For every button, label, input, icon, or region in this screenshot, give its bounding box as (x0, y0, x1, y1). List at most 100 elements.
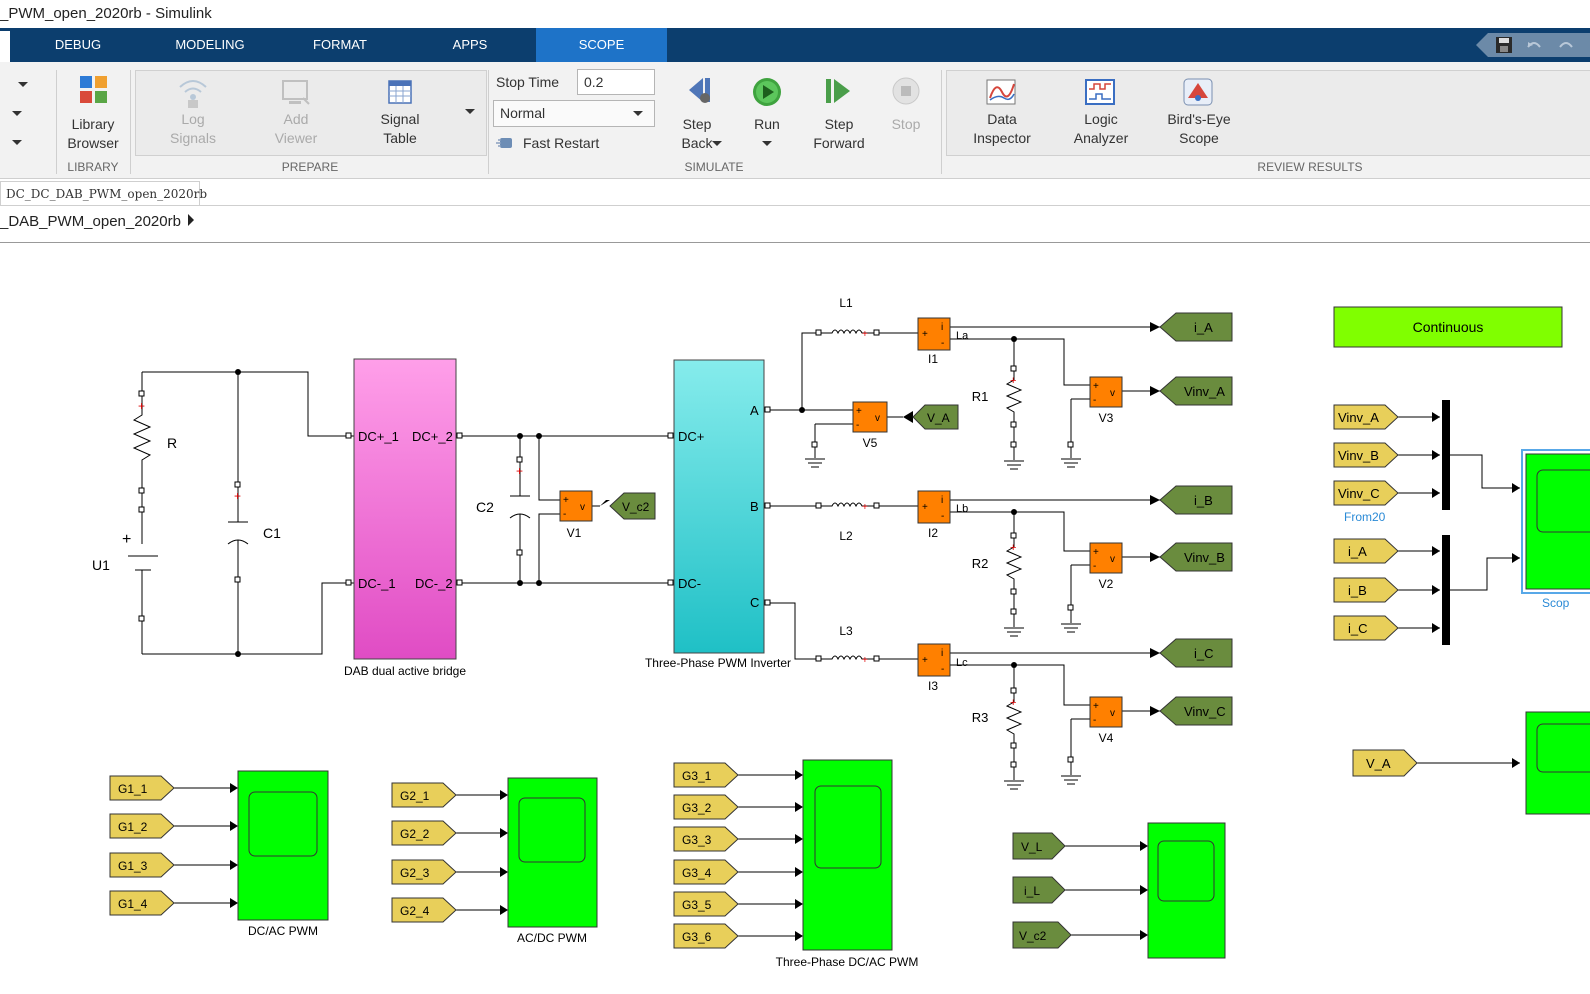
goto-tag-i-b[interactable]: i_B (1159, 485, 1233, 515)
add-viewer-button[interactable]: Add Viewer (263, 110, 329, 148)
model-document-tab[interactable]: DC_DC_DAB_PWM_open_2020rb (0, 181, 207, 205)
voltmeter-v2[interactable]: +-v (1089, 542, 1123, 574)
log-signals-button[interactable]: Log Signals (160, 110, 226, 148)
step-back-button[interactable]: Step Back (664, 115, 730, 153)
from-tag-g3-5[interactable]: G3_5 (673, 891, 739, 917)
from-tag-g3-3[interactable]: G3_3 (673, 826, 739, 852)
scope-dcac-pwm[interactable] (237, 770, 329, 921)
from-tag-g2-4[interactable]: G2_4 (391, 897, 457, 923)
scope-three-phase-dcac-pwm[interactable] (802, 759, 893, 951)
from-tag-g3-6[interactable]: G3_6 (673, 923, 739, 949)
current-meter-i2[interactable]: +i- (917, 490, 951, 524)
svg-text:+: + (516, 464, 523, 478)
library-browser-button[interactable]: Library Browser (60, 115, 126, 153)
inverter-block[interactable]: DC+ DC- A B C (667, 359, 771, 654)
run-button[interactable]: Run (754, 116, 780, 132)
from-tag-g1-3[interactable]: G1_3 (109, 852, 175, 878)
add-label-1: Add (283, 111, 309, 127)
goto-from-v-c2[interactable]: V_c2 (1012, 921, 1072, 949)
from-tag-v-l-text: V_L (1021, 840, 1043, 854)
current-meter-i1[interactable]: +i- (917, 317, 951, 351)
group-label-prepare: PREPARE (281, 160, 339, 174)
goto-tag-vinv-c[interactable]: Vinv_C (1159, 696, 1233, 726)
svg-text:-: - (563, 509, 566, 520)
data-inspector-label-2: Inspector (973, 130, 1031, 146)
step-forward-button[interactable]: Step Forward (806, 115, 872, 153)
voltmeter-v3[interactable]: +-v (1089, 376, 1123, 408)
goto-tag-i-c[interactable]: i_C (1159, 638, 1233, 668)
from-tag-vinv-b[interactable]: Vinv_B (1333, 442, 1399, 468)
fast-restart-button[interactable]: Fast Restart (523, 135, 600, 151)
step-forward-icon (826, 79, 850, 103)
scope-right-bottom[interactable] (1525, 711, 1590, 815)
from-tag-g3-4[interactable]: G3_4 (673, 859, 739, 885)
goto-tag-vinv-b-text: Vinv_B (1184, 550, 1225, 565)
library-browser-icon (80, 76, 107, 103)
goto-tag-v-c2[interactable]: V_c2 (600, 492, 656, 520)
voltmeter-v4[interactable]: +-v (1089, 696, 1123, 728)
from-tag-g1-2[interactable]: G1_2 (109, 813, 175, 839)
voltmeter-v1[interactable]: +-v (559, 490, 593, 522)
from-tag-v-a[interactable]: V_A (1352, 749, 1418, 777)
from-tag-g2-2-text: G2_2 (400, 827, 430, 841)
stop-button[interactable]: Stop (891, 116, 921, 132)
from-tag-g2-2[interactable]: G2_2 (391, 820, 457, 846)
from-tag-g3-1[interactable]: G3_1 (673, 762, 739, 788)
breadcrumb-model[interactable]: _DAB_PWM_open_2020rb (0, 213, 181, 230)
library-label-2: Browser (67, 135, 119, 151)
powergui-block[interactable]: Continuous (1333, 306, 1563, 348)
chevron-down-icon[interactable] (710, 139, 724, 149)
goto-tag-vinv-a[interactable]: Vinv_A (1159, 376, 1233, 406)
tab-scope[interactable]: SCOPE (536, 28, 667, 62)
from-tag-i-c[interactable]: i_C (1333, 615, 1399, 641)
from-tag-g1-1[interactable]: G1_1 (109, 775, 175, 801)
goto-from-i-l[interactable]: i_L (1012, 876, 1066, 904)
from-tag-vinv-a[interactable]: Vinv_A (1333, 404, 1399, 430)
chevron-down-icon[interactable] (462, 105, 478, 117)
simulation-mode-select[interactable]: Normal (493, 100, 655, 127)
goto-tag-v-a[interactable]: V_A (903, 404, 959, 430)
from-tag-g2-1[interactable]: G2_1 (391, 782, 457, 808)
save-icon[interactable] (1476, 33, 1590, 57)
stop-time-input[interactable]: 0.2 (577, 69, 655, 95)
goto-tag-i-a[interactable]: i_A (1159, 312, 1233, 342)
goto-from-v-l[interactable]: V_L (1012, 832, 1066, 860)
goto-tag-vinv-b[interactable]: Vinv_B (1159, 542, 1233, 572)
chevron-down-icon[interactable] (760, 139, 774, 149)
mux-bar-current[interactable] (1442, 535, 1450, 645)
breadcrumb[interactable]: _DAB_PWM_open_2020rb (0, 213, 197, 230)
from-tag-i-a[interactable]: i_A (1333, 538, 1399, 564)
mux-bar-voltage[interactable] (1442, 400, 1450, 510)
voltmeter-v5[interactable]: +-v (852, 401, 888, 433)
from-tag-g1-4[interactable]: G1_4 (109, 890, 175, 916)
scope-inductor-signals[interactable] (1147, 822, 1226, 959)
goto-tag-vinv-c-text: Vinv_C (1184, 704, 1226, 719)
birds-eye-scope-button[interactable]: Bird's-Eye Scope (1154, 110, 1244, 148)
add-viewer-icon (282, 80, 310, 105)
data-inspector-button[interactable]: Data Inspector (962, 110, 1042, 148)
dab-block[interactable]: DC+_1 DC+_2 DC-_1 DC-_2 (345, 358, 463, 660)
scope-right-top[interactable] (1521, 449, 1590, 594)
scope-dcac-label: DC/AC PWM (248, 924, 318, 938)
svg-text:i: i (941, 648, 943, 659)
model-canvas[interactable]: + + + + + + + + + + U1 R C1 C2 DC+_1 DC+… (0, 244, 1590, 994)
from-tag-vinv-c[interactable]: Vinv_C (1333, 480, 1399, 506)
goto-tag-i-b-text: i_B (1194, 493, 1213, 508)
tab-apps[interactable]: APPS (452, 37, 488, 52)
step-back-icon (689, 78, 710, 103)
tab-debug[interactable]: DEBUG (54, 37, 102, 52)
scope-acdc-pwm[interactable] (507, 777, 598, 928)
dropdown-arrow-icon (633, 111, 643, 116)
from-tag-g2-3[interactable]: G2_3 (391, 859, 457, 885)
current-meter-i3[interactable]: +i- (917, 643, 951, 677)
tab-modeling[interactable]: MODELING (175, 37, 245, 52)
signal-table-button[interactable]: Signal Table (367, 110, 433, 148)
collapsed-menu-arrows[interactable] (0, 62, 60, 162)
from-tag-g3-2[interactable]: G3_2 (673, 794, 739, 820)
logic-analyzer-button[interactable]: Logic Analyzer (1061, 110, 1141, 148)
tab-format[interactable]: FORMAT (313, 37, 367, 52)
svg-text:-: - (941, 664, 944, 675)
from-tag-g2-3-text: G2_3 (400, 866, 430, 880)
capacitor-c2-label: C2 (476, 499, 494, 515)
from-tag-i-b[interactable]: i_B (1333, 577, 1399, 603)
